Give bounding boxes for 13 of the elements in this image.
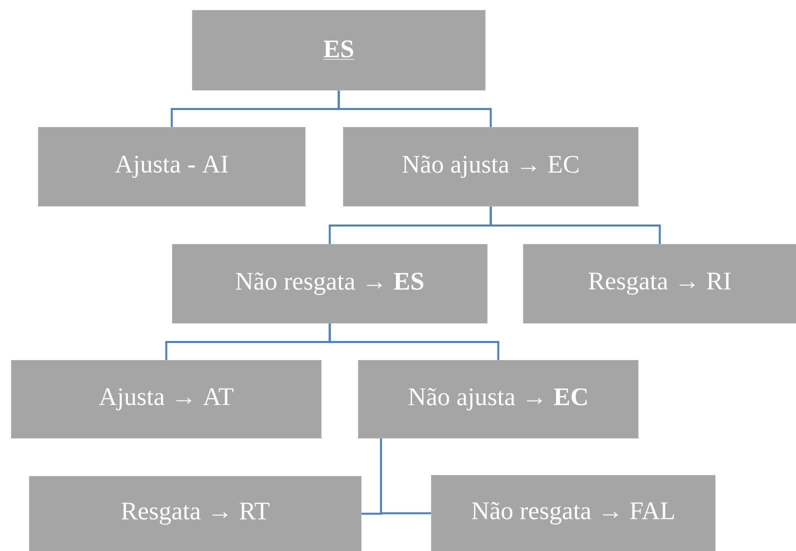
process-box: Não ajusta → EC	[358, 360, 639, 439]
process-box: Não ajusta → EC	[343, 127, 639, 207]
process-box: Não resgata → ES	[172, 244, 488, 324]
process-box: Não resgata → FAL	[431, 475, 716, 551]
connector-line	[490, 206, 661, 244]
connector-line	[380, 438, 431, 514]
connector-line	[338, 90, 492, 127]
process-box: Ajusta → AT	[11, 360, 322, 439]
process-box: ES	[192, 10, 486, 91]
process-box: Resgata → RT	[29, 476, 362, 551]
process-box: Ajusta - AI	[38, 127, 306, 207]
process-box: Resgata → RI	[523, 244, 796, 324]
connector-line	[328, 324, 500, 360]
